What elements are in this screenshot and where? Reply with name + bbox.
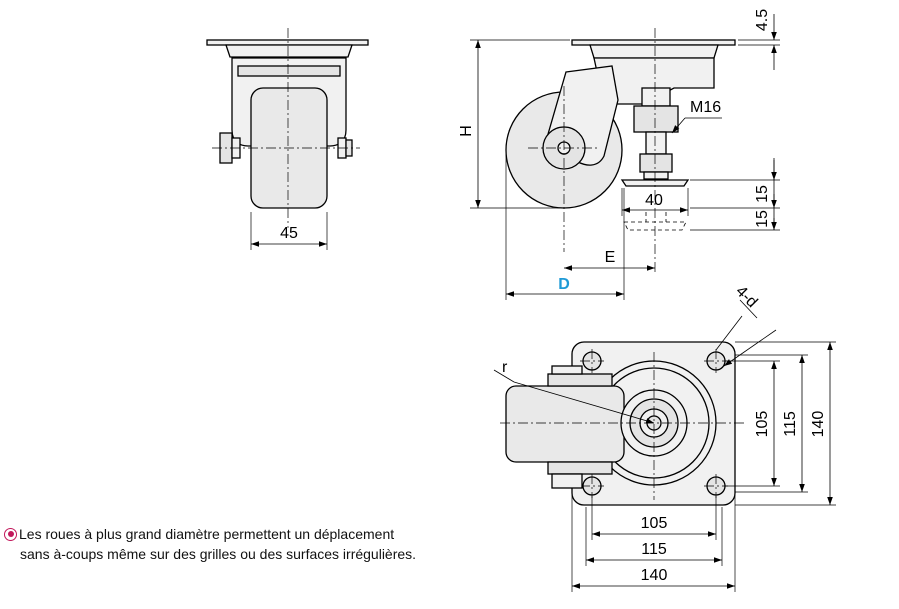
- lightbulb-icon: [4, 528, 17, 541]
- offset-d-label: D: [558, 276, 570, 293]
- front-plate-hub: [225, 44, 353, 58]
- plan-holes: [580, 349, 728, 498]
- plate-horizontal-label: 140: [641, 567, 668, 584]
- pad-diameter-label: 40: [645, 192, 663, 209]
- side-spindle-upper: [641, 87, 671, 107]
- corner-radius-label: r: [502, 359, 508, 376]
- hole-leader-arrow-2: [739, 299, 758, 319]
- front-view: 45: [206, 28, 369, 250]
- plan-fork-bottom: [547, 461, 613, 475]
- outer-115-vertical-label: 115: [782, 411, 799, 437]
- offset-e-label: E: [605, 249, 616, 266]
- hole-leader-line: [715, 315, 743, 351]
- height-label: H: [458, 125, 475, 137]
- plate-vertical-label: 140: [810, 411, 827, 438]
- side-pad-lowered: [623, 221, 687, 231]
- r-leader: [513, 381, 655, 424]
- feature-note: Les roues à plus grand diamètre permette…: [4, 524, 416, 564]
- front-top-plate: [206, 39, 369, 46]
- side-spindle-nut: [633, 105, 679, 133]
- note-text-1: Les roues à plus grand diamètre permette…: [19, 526, 395, 542]
- side-view: H 4.5 M16 40 15 15 E D: [458, 9, 780, 300]
- side-spindle-rod: [645, 131, 667, 155]
- pad-height-label: 15: [754, 185, 771, 203]
- feature-note-line-1: Les roues à plus grand diamètre permette…: [4, 524, 416, 544]
- hole-spec-label: 4-d: [732, 283, 760, 311]
- side-pad: [620, 179, 690, 187]
- plan-wheel: [505, 385, 625, 463]
- plan-fork-top: [547, 373, 613, 387]
- plan-view: r 4-d 105 115 140 105 115 140: [493, 283, 836, 592]
- m16-leader-diag: [671, 117, 686, 134]
- side-pad-stem: [643, 171, 669, 180]
- plan-axle-top: [551, 365, 583, 375]
- hole-pitch-horizontal-label: 105: [641, 515, 668, 532]
- r-leader-tail: [493, 369, 515, 383]
- side-spindle-lock: [639, 153, 673, 173]
- front-wheel-width-label: 45: [280, 225, 298, 242]
- pad-stroke-label: 15: [754, 210, 771, 228]
- side-top-plate: [571, 39, 736, 46]
- thread-label: M16: [690, 99, 721, 116]
- hole-leader-arrow-1: [723, 329, 777, 367]
- feature-note-line-2: sans à-coups même sur des grilles ou des…: [20, 546, 417, 562]
- plate-thickness-label: 4.5: [754, 9, 771, 31]
- side-plate-hub: [589, 44, 719, 59]
- plan-axle-bottom: [551, 473, 583, 489]
- hole-pitch-vertical-label: 105: [754, 411, 771, 438]
- front-fork-inner: [237, 65, 341, 77]
- outer-115-horizontal-label: 115: [641, 541, 667, 558]
